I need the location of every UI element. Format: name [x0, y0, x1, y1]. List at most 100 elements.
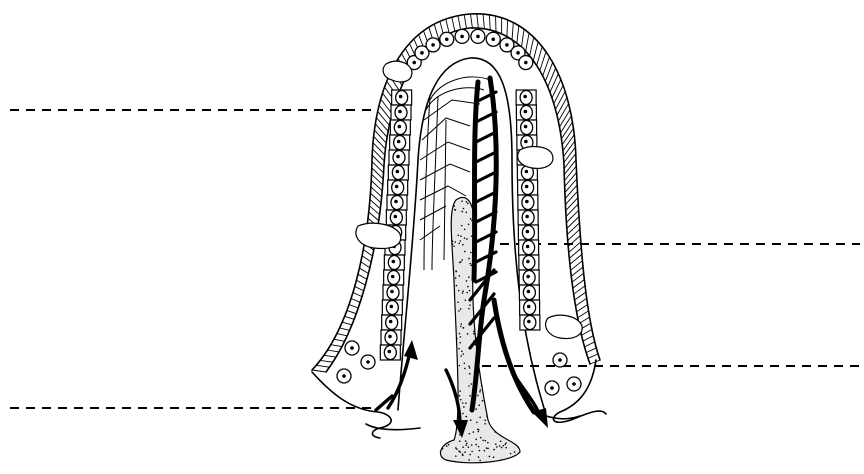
nucleolus	[388, 350, 392, 354]
microvillus	[568, 229, 580, 240]
stipple-dot	[468, 276, 470, 278]
microvillus	[372, 162, 384, 173]
microvillus	[371, 181, 382, 191]
capillary-rung	[476, 252, 496, 262]
microvillus	[373, 149, 385, 161]
stipple-dot	[446, 445, 448, 447]
nucleolus	[524, 125, 528, 129]
nucleolus	[445, 37, 449, 41]
microvillus	[512, 23, 513, 40]
stipple-dot	[478, 404, 480, 406]
nucleolus	[526, 275, 530, 279]
nucleolus	[389, 320, 393, 324]
nucleolus	[572, 382, 576, 386]
microvillus	[566, 204, 578, 217]
microvillus	[324, 355, 336, 357]
stipple-dot	[462, 290, 464, 292]
microvillus	[565, 179, 577, 193]
stipple-dot	[464, 251, 466, 253]
microvillus	[567, 217, 579, 229]
microvillus	[353, 292, 362, 296]
stipple-dot	[462, 402, 464, 404]
stipple-dot	[442, 448, 444, 450]
microvillus	[557, 97, 567, 115]
microvillus	[575, 292, 586, 300]
nucleolus	[523, 95, 527, 99]
microvillus	[564, 147, 576, 162]
stipple-dot	[473, 331, 475, 333]
microvillus	[567, 223, 579, 235]
stipple-dot	[478, 431, 480, 433]
microvillus	[378, 111, 390, 125]
nucleolus	[524, 110, 528, 114]
nucleolus	[390, 290, 394, 294]
microvillus	[586, 348, 596, 353]
microvillus	[526, 33, 529, 51]
stipple-dot	[469, 373, 471, 375]
stipple-dot	[467, 333, 469, 335]
nucleolus	[527, 305, 531, 309]
stipple-dot	[487, 442, 489, 444]
stipple-dot	[469, 290, 471, 292]
stipple-dot	[510, 453, 512, 455]
stipple-dot	[462, 413, 464, 415]
nucleolus	[526, 260, 530, 264]
microvillus	[446, 19, 449, 33]
microvillus	[381, 99, 392, 114]
microvillus	[327, 350, 339, 352]
stipple-dot	[464, 368, 466, 370]
microvillus	[559, 110, 570, 127]
stipple-dot	[504, 443, 506, 445]
stipple-dot	[469, 304, 471, 306]
microvillus	[585, 342, 595, 347]
stipple-dot	[468, 365, 470, 367]
stipple-dot	[496, 446, 498, 448]
nucleolus	[527, 320, 531, 324]
stipple-dot	[468, 459, 470, 461]
microvillus	[550, 74, 558, 93]
stipple-dot	[462, 455, 464, 457]
stipple-dot	[468, 385, 470, 387]
stipple-dot	[459, 333, 461, 335]
stipple-dot	[475, 408, 477, 410]
stipple-dot	[454, 241, 456, 243]
stipple-dot	[470, 265, 472, 267]
microvillus	[540, 52, 546, 71]
stipple-dot	[479, 391, 481, 393]
stipple-dot	[482, 440, 484, 442]
microvillus	[358, 274, 367, 279]
stipple-dot	[459, 395, 461, 397]
nucleolus	[395, 185, 399, 189]
stipple-dot	[473, 333, 475, 335]
stipple-dot	[471, 444, 473, 446]
stipple-dot	[460, 399, 462, 401]
microvillus	[578, 311, 589, 318]
microvillus	[373, 143, 385, 155]
stipple-dot	[461, 211, 463, 213]
stipple-dot	[458, 450, 460, 452]
stipple-dot	[499, 445, 501, 447]
stipple-dot	[481, 385, 483, 387]
nucleolus	[525, 185, 529, 189]
nucleolus	[550, 386, 554, 390]
stipple-dot	[455, 447, 457, 449]
microvillus	[470, 14, 472, 28]
microvillus	[452, 17, 455, 31]
nucleolus	[524, 140, 528, 144]
stipple-dot	[462, 446, 464, 448]
stipple-dot	[478, 456, 480, 458]
stipple-dot	[470, 252, 472, 254]
microvillus	[356, 280, 365, 285]
goblet-cell	[518, 147, 553, 169]
microvillus	[489, 15, 490, 30]
microvillus	[530, 37, 534, 56]
stipple-dot	[460, 355, 462, 357]
stipple-dot	[494, 431, 496, 433]
nucleolus	[525, 200, 529, 204]
microvillus	[588, 354, 598, 358]
microvillus	[576, 298, 587, 306]
microvillus	[574, 286, 585, 294]
stipple-dot	[475, 439, 477, 441]
stipple-dot	[453, 245, 455, 247]
microvillus	[345, 316, 354, 319]
